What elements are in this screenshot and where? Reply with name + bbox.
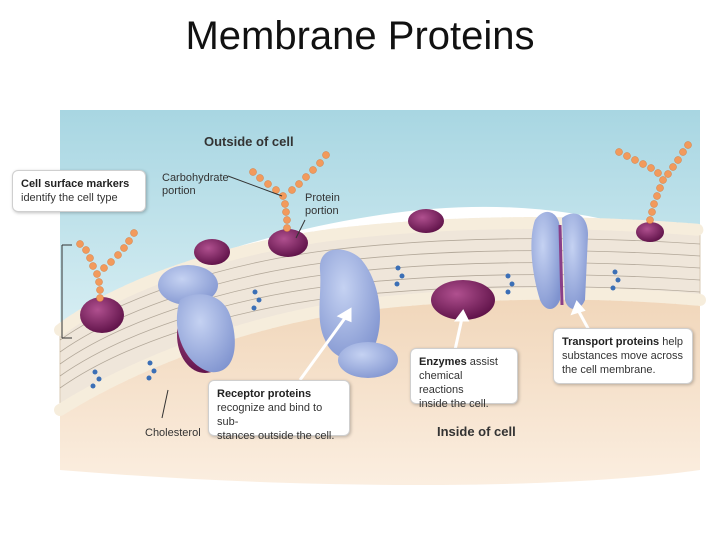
receptor-proteins-callout: Receptor proteins recognize and bind to …	[208, 380, 350, 442]
glycoprotein-left	[80, 297, 124, 333]
receptor-protein-left	[158, 265, 235, 373]
glycoprotein-right	[636, 222, 664, 242]
inside-of-cell-label: Inside of cell	[437, 424, 516, 439]
transport-protein	[531, 211, 588, 309]
outside-of-cell-label: Outside of cell	[204, 134, 294, 149]
callout-arrows	[28, 211, 592, 381]
slide-title: Membrane Proteins	[185, 14, 535, 58]
enzyme-protein	[431, 280, 495, 320]
cholesterol-molecules	[90, 265, 621, 389]
cell-surface-markers-callout: Cell surface markers identify the cell t…	[12, 170, 146, 212]
carbohydrate-portion-label: Carbohydrate portion	[162, 172, 229, 197]
transport-proteins-callout: Transport proteins help substances move …	[553, 328, 693, 384]
cholesterol-label: Cholesterol	[145, 427, 201, 439]
leader-lines	[61, 175, 306, 419]
outside-fluid	[60, 110, 700, 330]
carbohydrate-chain-left	[76, 229, 138, 302]
carbohydrate-chain-center	[249, 151, 330, 232]
lipid-heads-outer	[54, 217, 706, 336]
glycoprotein-small-1	[194, 239, 230, 265]
enzymes-callout: Enzymes assist chemical reactions inside…	[410, 348, 518, 410]
protein-portion-label: Protein portion	[305, 192, 340, 217]
glycoprotein-small-2	[408, 209, 444, 233]
glycoprotein-center	[268, 229, 308, 257]
carbohydrate-chain-right	[615, 141, 692, 224]
